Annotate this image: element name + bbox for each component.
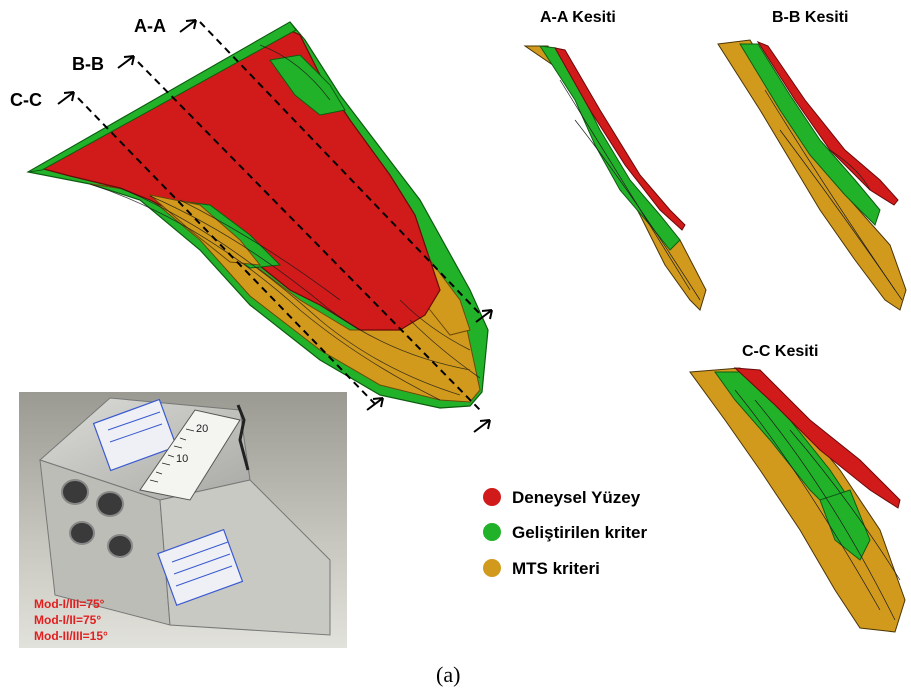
section-line-a-a	[199, 21, 483, 317]
arrow-b-b-end	[473, 419, 491, 433]
crack-mark	[236, 404, 250, 471]
mode-label-1: Mod-I/III=75°	[34, 597, 105, 611]
section-view-b-b: B-B Kesiti	[717, 9, 907, 311]
section-title-b-b: B-B Kesiti	[772, 9, 848, 26]
specimen-holes	[61, 479, 133, 558]
section-a-a-contours	[559, 79, 701, 301]
specimen-tag-side	[157, 528, 244, 607]
ruler-number-10: 10	[176, 453, 188, 465]
legend-swatch-developed	[483, 523, 501, 541]
legend-item-mts: MTS kriteri	[483, 559, 600, 578]
mode-label-3: Mod-II/III=15°	[34, 629, 108, 643]
section-a-a-red	[554, 47, 686, 231]
section-b-b-mts	[717, 39, 907, 311]
section-a-a-green	[538, 45, 681, 251]
surface-contours	[89, 44, 481, 401]
legend-label-experimental: Deneysel Yüzey	[512, 488, 641, 507]
specimen-tag-top	[92, 398, 178, 472]
section-b-b-green	[739, 43, 881, 226]
legend-label-developed: Geliştirilen kriter	[512, 523, 647, 542]
mode-label-2: Mod-I/II=75°	[34, 613, 101, 627]
section-view-c-c: C-C Kesiti	[689, 343, 906, 633]
specimen-ruler: 20 10	[139, 409, 241, 501]
surface-top-rim	[27, 21, 297, 173]
specimen-photo: 20 10 Mod-I/III=75° Mod-I/II=75° Mod-II/…	[19, 392, 347, 648]
ruler-number-20: 20	[196, 423, 208, 435]
section-view-a-a: A-A Kesiti	[523, 9, 707, 311]
section-c-c-contours	[734, 389, 901, 621]
section-title-c-c: C-C Kesiti	[742, 343, 818, 360]
surface-green-patch-1	[269, 54, 346, 116]
legend-swatch-mts	[483, 559, 501, 577]
section-b-b-red	[756, 40, 899, 206]
section-line-b-b	[137, 61, 481, 411]
arrow-a-a-start	[179, 19, 197, 33]
hole-3	[69, 521, 95, 545]
section-b-b-contours	[764, 89, 903, 301]
section-arrows	[57, 19, 493, 433]
section-title-a-a: A-A Kesiti	[540, 9, 616, 26]
hole-2	[96, 491, 124, 517]
section-lines	[77, 21, 483, 411]
section-label-b-b: B-B	[72, 54, 104, 74]
section-label-a-a: A-A	[134, 16, 166, 36]
legend-item-developed: Geliştirilen kriter	[483, 523, 647, 542]
hole-1	[61, 479, 89, 505]
legend-swatch-experimental	[483, 488, 501, 506]
arrow-b-b-start	[117, 55, 135, 69]
tag-scribbles	[107, 411, 233, 587]
arrow-a-a-end	[475, 309, 493, 323]
legend: Deneysel Yüzey Geliştirilen kriter MTS k…	[483, 488, 647, 578]
legend-label-mts: MTS kriteri	[512, 559, 600, 578]
arrow-c-c-end	[366, 397, 384, 411]
figure-caption: (a)	[436, 662, 460, 687]
arrow-c-c-start	[57, 91, 75, 105]
legend-item-experimental: Deneysel Yüzey	[483, 488, 641, 507]
section-label-c-c: C-C	[10, 90, 42, 110]
hole-4	[107, 534, 133, 558]
fracture-surface-3d: A-A B-B C-C	[10, 16, 493, 433]
section-c-c-red	[733, 367, 901, 509]
